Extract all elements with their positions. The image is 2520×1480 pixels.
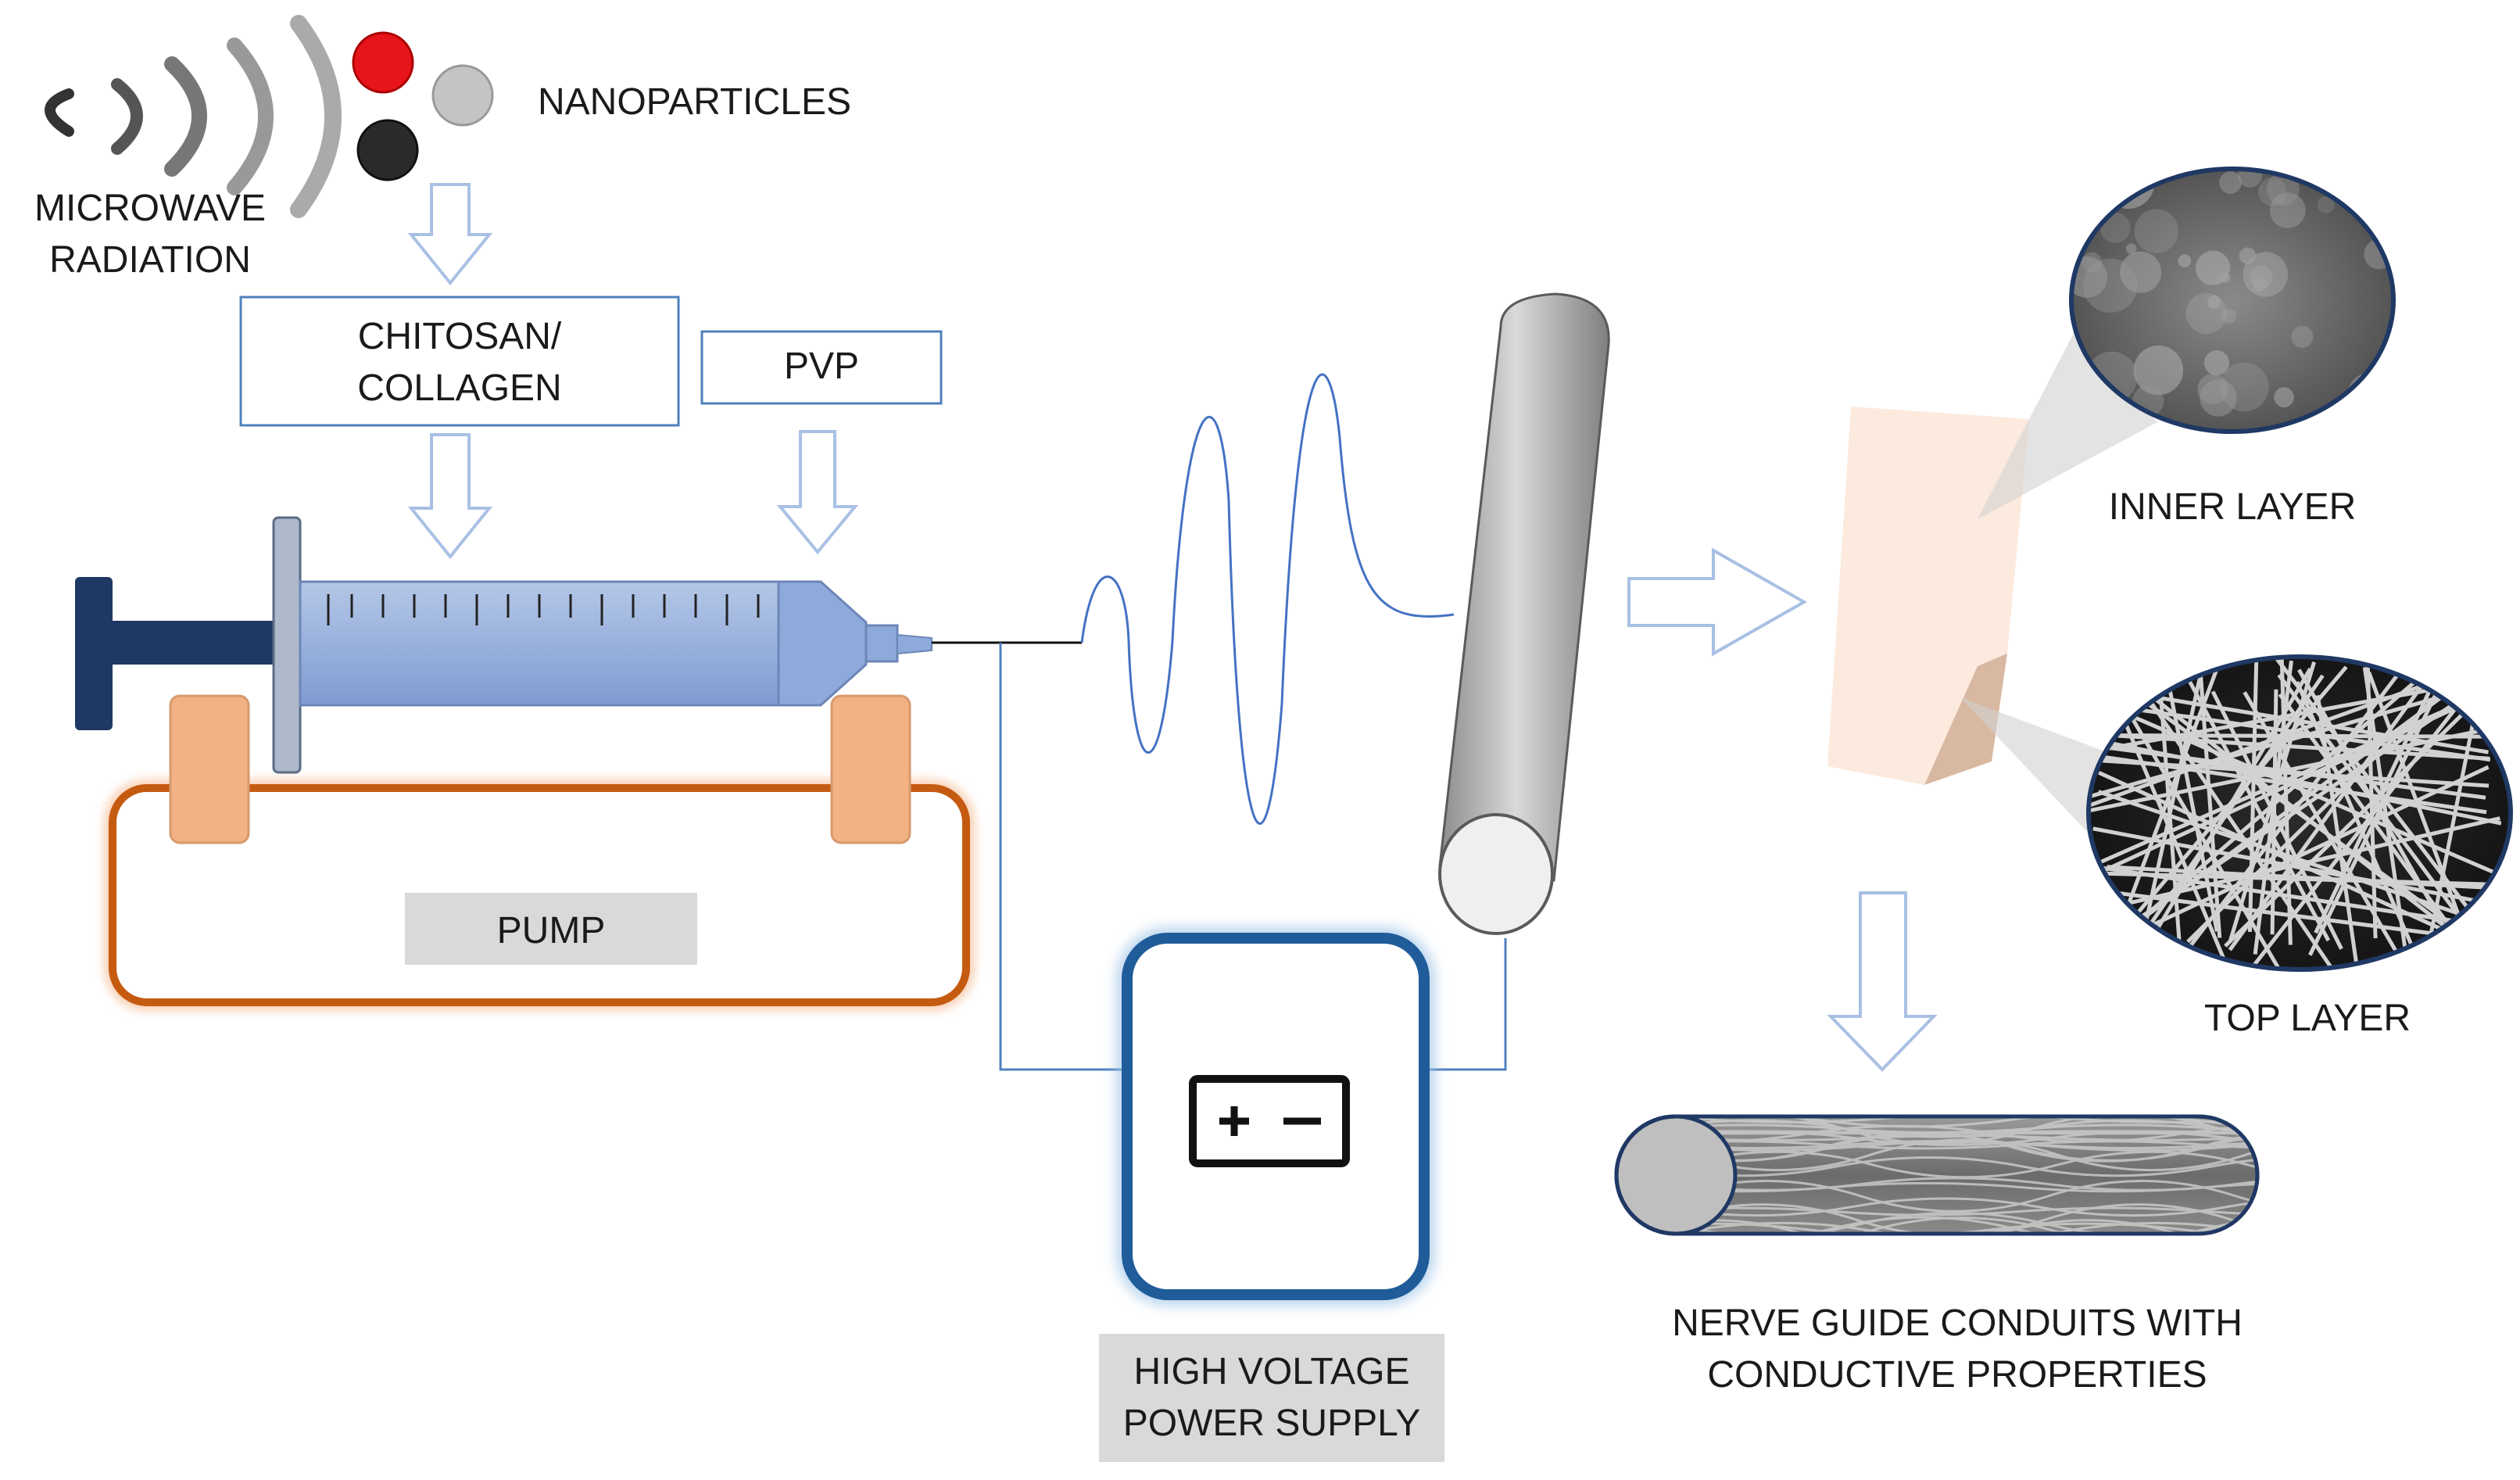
callout-top	[1960, 697, 2114, 860]
top-layer-label: TOP LAYER	[2204, 998, 2411, 1039]
electrospinning-jet	[1080, 373, 1455, 825]
chitosan-label-line1: CHITOSAN/	[358, 316, 562, 357]
pvp-box	[700, 330, 943, 405]
nanoparticle-red	[352, 31, 414, 94]
microwave-label-line2: RADIATION	[49, 239, 251, 281]
conduit-label-line1: NERVE GUIDE CONDUITS WITH	[1672, 1303, 2243, 1344]
pump-clamp-left	[169, 694, 250, 844]
power-supply-label-line2: POWER SUPPLY	[1123, 1403, 1421, 1444]
syringe-nozzle	[864, 624, 899, 663]
nanoparticles	[352, 31, 494, 181]
collector-body	[1438, 292, 1610, 882]
collector-end	[1438, 813, 1554, 935]
fiber-mat-fold	[1924, 654, 2007, 785]
syringe-flange	[272, 516, 302, 774]
nerve-guide-conduit	[1614, 1114, 2260, 1236]
syringe-graduations	[327, 594, 760, 625]
pump	[104, 694, 975, 1011]
battery-icon	[1189, 1075, 1350, 1167]
power-supply	[1099, 927, 1444, 1462]
inner-layer-label: INNER LAYER	[2109, 486, 2357, 528]
power-supply-label-bg	[1099, 1334, 1444, 1462]
wire-right	[1424, 938, 1507, 1071]
collector-drum	[1438, 292, 1610, 935]
nanoparticle-black	[356, 119, 419, 181]
plunger-handle	[75, 577, 113, 730]
microwave-waves-icon	[45, 15, 342, 218]
wire-left	[999, 643, 1126, 1071]
pump-clamp-right	[830, 694, 911, 844]
arrow-right-to-mat	[1627, 547, 1808, 657]
microwave-label-line1: MICROWAVE	[34, 188, 266, 229]
syringe	[75, 516, 932, 774]
nanoparticle-grey	[431, 64, 494, 127]
inner-layer-sem-image	[2069, 167, 2396, 434]
nanoparticles-label: NANOPARTICLES	[538, 81, 851, 123]
arrow-down-to-conduit	[1827, 891, 1938, 1072]
conduit-label-line2: CONDUCTIVE PROPERTIES	[1707, 1354, 2207, 1396]
syringe-tip	[777, 580, 868, 707]
plunger-rod	[113, 621, 280, 665]
chitosan-collagen-box	[239, 296, 680, 427]
arrow-down-chitosan	[407, 433, 493, 560]
top-layer-sem-image	[2086, 654, 2513, 972]
chitosan-label-line2: COLLAGEN	[357, 367, 561, 409]
arrow-down-pvp	[776, 430, 859, 555]
pump-label-bg	[405, 893, 697, 965]
arrow-down-nanoparticles	[407, 183, 493, 286]
pump-label: PUMP	[497, 910, 606, 951]
power-supply-label-line1: HIGH VOLTAGE	[1134, 1351, 1410, 1392]
pvp-label: PVP	[784, 346, 859, 387]
